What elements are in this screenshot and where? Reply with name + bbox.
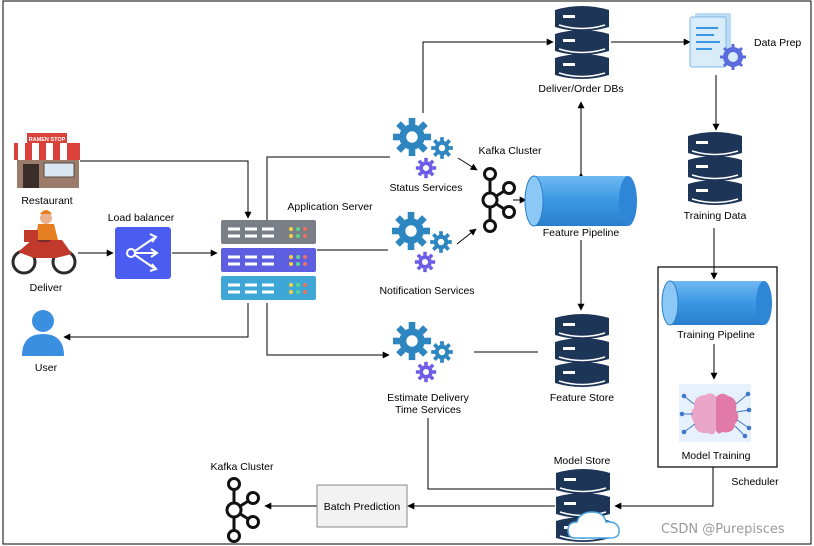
database-icon-feature-store: [555, 314, 609, 387]
arrow-restaurant-to-server: [80, 160, 252, 219]
data-prep-label: Data Prep: [754, 37, 801, 49]
database-disk-icon: [555, 54, 609, 79]
user-icon: [22, 310, 64, 356]
status-services-label: Status Services: [390, 182, 463, 194]
kafka-node-icon: [483, 219, 497, 233]
user-label: User: [35, 362, 58, 374]
kafka-node-icon: [502, 205, 516, 219]
arrow-notification-to-kafka: [456, 228, 477, 245]
cloud-icon: [567, 511, 620, 539]
gear-large-icon: [391, 211, 431, 251]
arrow-scheduler-to-modelstore: [614, 467, 714, 510]
watermark-text: CSDN @Purepisces: [661, 522, 785, 537]
arrow-status-to-kafka: [457, 157, 478, 171]
gear-purple-icon: [415, 157, 437, 179]
kafka-node-icon: [227, 477, 241, 491]
line-estimate-to-modelstore: [427, 418, 555, 490]
deliver-label: Deliver: [30, 282, 63, 294]
gear-purple-icon: [414, 251, 436, 273]
kafka-node-icon: [227, 529, 241, 543]
kafka-cluster-bottom-label: Kafka Cluster: [210, 461, 274, 473]
gear-small-icon: [430, 231, 452, 253]
batch-prediction-label: Batch Prediction: [324, 501, 401, 513]
training-data-label: Training Data: [684, 210, 747, 222]
status-services-gears-icon: [392, 117, 453, 179]
gear-small-icon: [431, 137, 453, 159]
training-pipeline-label: Training Pipeline: [677, 329, 755, 341]
database-disk-icon: [688, 132, 742, 157]
batch-prediction-box: Batch Prediction: [316, 484, 408, 528]
line-server-to-status: [266, 156, 390, 220]
svg-text:RAMEN STOP: RAMEN STOP: [29, 137, 66, 143]
storefront-icon: RAMEN STOP: [14, 133, 80, 188]
arrow-status-to-dbs: [422, 38, 554, 113]
notification-services-label: Notification Services: [379, 285, 474, 297]
gear-large-icon: [392, 321, 432, 361]
kafka-node-icon: [246, 515, 260, 529]
restaurant-label: Restaurant: [21, 195, 72, 207]
database-disk-icon: [688, 180, 742, 205]
database-disk-icon: [555, 362, 609, 387]
notification-services-gears-icon: [391, 211, 452, 273]
load-balancer-label: Load balancer: [108, 212, 175, 224]
gear-purple-icon: [415, 361, 437, 383]
connectors: [63, 38, 720, 510]
application-server-label: Application Server: [287, 201, 373, 213]
kafka-node-icon: [483, 167, 497, 181]
database-disk-icon: [555, 338, 609, 363]
document-gear-icon: [689, 13, 746, 70]
gear-small-icon: [431, 341, 453, 363]
database-icon-deliver-order: [555, 6, 609, 79]
arrow-server-to-user: [63, 303, 249, 341]
scheduler-box: [657, 266, 778, 468]
model-store-label: Model Store: [554, 455, 611, 467]
scheduler-label: Scheduler: [731, 476, 779, 488]
kafka-cluster-top-label: Kafka Cluster: [478, 145, 542, 157]
feature-store-label: Feature Store: [550, 392, 614, 404]
database-icon-training-data: [688, 132, 742, 205]
estimate-delivery-label-line1: Estimate Delivery: [387, 392, 469, 404]
estimate-delivery-label-line2: Time Services: [395, 404, 461, 416]
database-disk-icon: [556, 469, 610, 494]
deliver-order-dbs-label: Deliver/Order DBs: [538, 83, 623, 95]
kafka-node-icon: [225, 501, 243, 519]
database-disk-icon: [555, 30, 609, 55]
load-balancer-icon: [115, 227, 171, 279]
estimate-delivery-gears-icon: [392, 321, 453, 383]
model-training-label: Model Training: [682, 450, 751, 462]
gear-large-icon: [392, 117, 432, 157]
kafka-icon-top: [481, 167, 516, 233]
database-disk-icon: [688, 156, 742, 181]
scooter-rider-icon: [11, 210, 77, 275]
database-disk-icon: [555, 314, 609, 339]
kafka-icon-bottom: [225, 477, 260, 543]
feature-pipeline-cylinder-icon: [524, 175, 637, 227]
feature-pipeline-label: Feature Pipeline: [543, 227, 620, 239]
training-pipeline-cylinder-icon: [661, 280, 772, 326]
database-disk-icon: [555, 6, 609, 31]
server-rack-icon: [221, 220, 316, 300]
kafka-node-icon: [502, 181, 516, 195]
brain-network-icon: [679, 384, 752, 442]
kafka-node-icon: [481, 191, 499, 209]
kafka-node-icon: [246, 491, 260, 505]
arrow-server-to-estimate: [266, 303, 390, 359]
